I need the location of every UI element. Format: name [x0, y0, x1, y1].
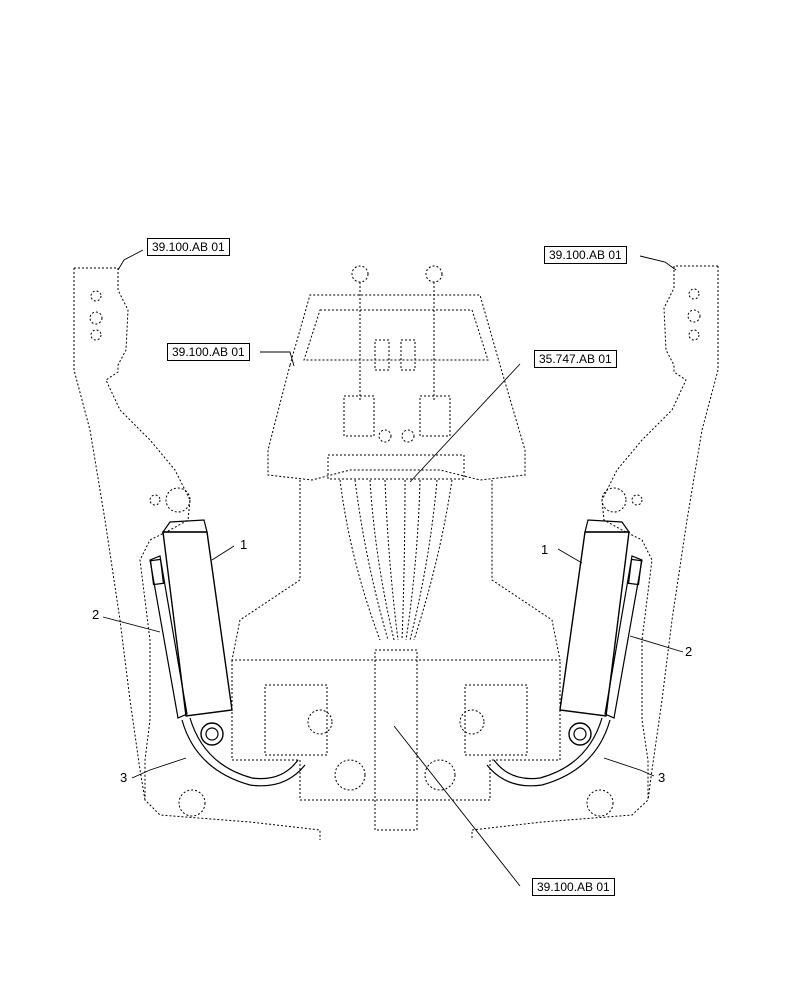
- left-frame-bracket: [73, 267, 321, 840]
- ref-box-top-right[interactable]: 39.100.AB 01: [544, 246, 627, 264]
- right-frame-bracket: [471, 265, 719, 840]
- callout-left-1: 1: [240, 537, 248, 552]
- leader-lines: [102, 249, 684, 887]
- ref-box-mid-left[interactable]: 39.100.AB 01: [167, 343, 250, 361]
- callout-left-3: 3: [120, 770, 128, 785]
- callout-right-3: 3: [658, 770, 666, 785]
- callout-right-2: 2: [685, 644, 693, 659]
- right-cylinder-assembly: [486, 519, 643, 787]
- ref-box-valve[interactable]: 35.747.AB 01: [534, 350, 617, 368]
- central-console: [231, 265, 561, 831]
- callout-left-2: 2: [92, 607, 100, 622]
- ref-box-top-left[interactable]: 39.100.AB 01: [147, 238, 230, 256]
- callout-right-1: 1: [541, 542, 549, 557]
- left-cylinder-assembly: [149, 519, 306, 787]
- ref-box-bottom[interactable]: 39.100.AB 01: [532, 878, 615, 896]
